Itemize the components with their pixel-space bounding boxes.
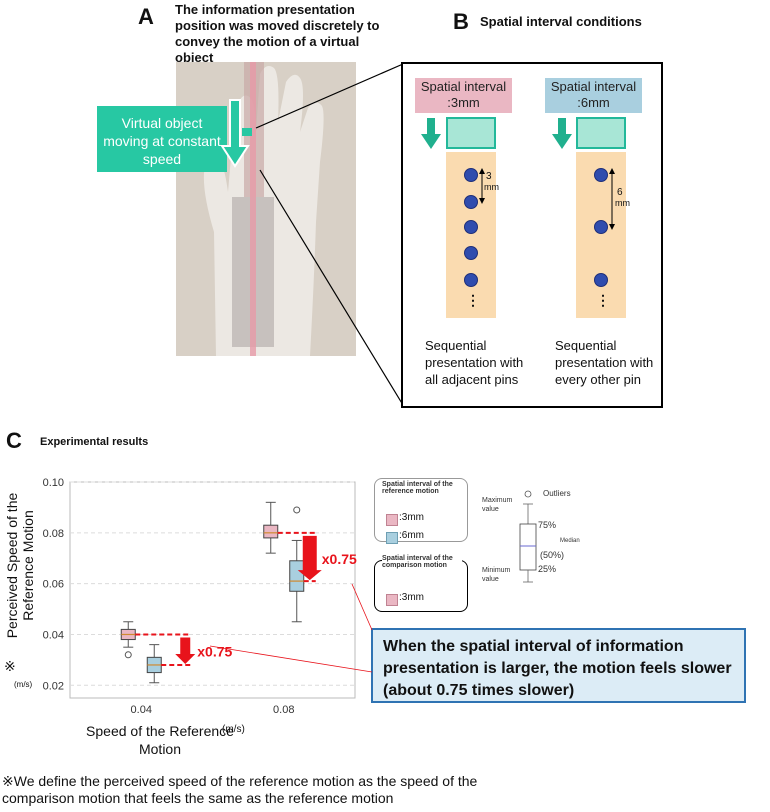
y-tick-label: 0.04 xyxy=(43,629,64,641)
down-arrow-icon xyxy=(552,118,572,149)
distance-value-6: 6 xyxy=(617,187,623,198)
y-axis-label-wrap: Perceived Speed of the Reference Motion xyxy=(4,478,44,653)
panel-a-title: The information presentation position wa… xyxy=(175,2,380,65)
box-body xyxy=(263,524,279,539)
legend-p75: 75% xyxy=(538,520,557,530)
pin xyxy=(464,273,478,287)
legend-p25: 25% xyxy=(538,564,557,574)
box-outlier xyxy=(124,651,132,659)
pin xyxy=(594,273,608,287)
swatch-6mm xyxy=(386,532,398,544)
box-outlier xyxy=(293,506,301,514)
ref-3mm-label: :3mm xyxy=(399,512,424,523)
down-arrow-icon xyxy=(297,535,322,581)
box-body xyxy=(289,560,305,592)
footnote: ※We define the perceived speed of the re… xyxy=(2,773,478,806)
y-tick-label: 0.10 xyxy=(43,477,64,489)
panel-b-letter: B xyxy=(453,9,469,34)
virtual-object-marker xyxy=(576,117,626,149)
ratio-annotation: x0.75 xyxy=(197,644,232,660)
y-tick-label: 0.08 xyxy=(43,528,64,540)
panel-b-title: Spatial interval conditions xyxy=(480,14,642,29)
virtual-object-label-box: Virtual object moving at constant speed xyxy=(97,106,227,172)
distance-unit-6: mm xyxy=(615,198,630,208)
swatch-3mm xyxy=(386,514,398,526)
ratio-annotation: x0.75 xyxy=(322,551,357,567)
pin xyxy=(464,168,478,182)
distance-unit-3: mm xyxy=(484,182,499,192)
legend-p50: (50%) xyxy=(540,550,565,560)
swatch-cmp-3mm xyxy=(386,594,398,606)
pin xyxy=(464,246,478,260)
legend-median: Median xyxy=(560,538,580,544)
legend-outliers: Outliers xyxy=(543,489,571,498)
y-axis-unit: (m/s) xyxy=(14,680,33,689)
legend-minimum: Minimum value xyxy=(482,567,511,583)
pin xyxy=(594,168,608,182)
y-tick-label: 0.02 xyxy=(43,680,64,692)
plot-frame xyxy=(69,481,356,699)
x-axis-label: Speed of the Reference Motion xyxy=(86,723,234,757)
caption-3mm: Sequential presentation with all adjacen… xyxy=(425,338,524,387)
y-axis-note: ※ xyxy=(4,658,16,674)
down-arrow-icon xyxy=(421,118,441,149)
comparison-legend-title: Spatial interval of the comparison motio… xyxy=(382,555,462,569)
pin xyxy=(594,220,608,234)
ref-6mm-label: :6mm xyxy=(399,530,424,541)
panel-c-title: Experimental results xyxy=(40,436,149,448)
down-arrow-icon xyxy=(175,637,196,664)
virtual-object-marker xyxy=(446,117,496,149)
ellipsis-3mm: ⋮ xyxy=(466,292,480,308)
box-key-icon xyxy=(519,490,537,583)
box-plot-chart: 0.02 0.04 0.06 0.08 0.10 0.04 0.08 x0.75 x0.75 xyxy=(43,477,357,716)
x-tick-label: 0.08 xyxy=(273,704,294,716)
label-3mm: Spatial interval :3mm xyxy=(415,78,512,113)
distance-arrow-icon xyxy=(479,168,485,204)
panel-a-letter: A xyxy=(138,4,154,29)
x-axis-unit: (m/s) xyxy=(222,724,245,735)
distance-arrow-icon xyxy=(609,168,615,230)
ellipsis-6mm: ⋮ xyxy=(596,292,610,308)
caption-6mm: Sequential presentation with every other… xyxy=(555,338,654,387)
label-6mm: Spatial interval :6mm xyxy=(545,78,642,113)
virtual-object-label: Virtual object moving at constant speed xyxy=(103,115,221,167)
distance-value-3: 3 xyxy=(486,171,492,182)
result-callout-text: When the spatial interval of information… xyxy=(383,638,732,699)
legend-maximum: Maximum value xyxy=(482,497,513,513)
reference-legend-title: Spatial interval of the reference motion xyxy=(382,481,453,495)
y-tick-label: 0.06 xyxy=(43,579,64,591)
x-tick-label: 0.04 xyxy=(131,704,152,716)
result-callout: When the spatial interval of information… xyxy=(371,628,746,703)
down-arrow-icon xyxy=(220,99,252,168)
pin xyxy=(464,220,478,234)
panel-c-letter: C xyxy=(6,428,22,453)
y-axis-label: Perceived Speed of the Reference Motion xyxy=(4,492,36,639)
cmp-3mm-label: :3mm xyxy=(399,592,424,603)
pin xyxy=(464,195,478,209)
reference-legend-box xyxy=(374,478,468,542)
